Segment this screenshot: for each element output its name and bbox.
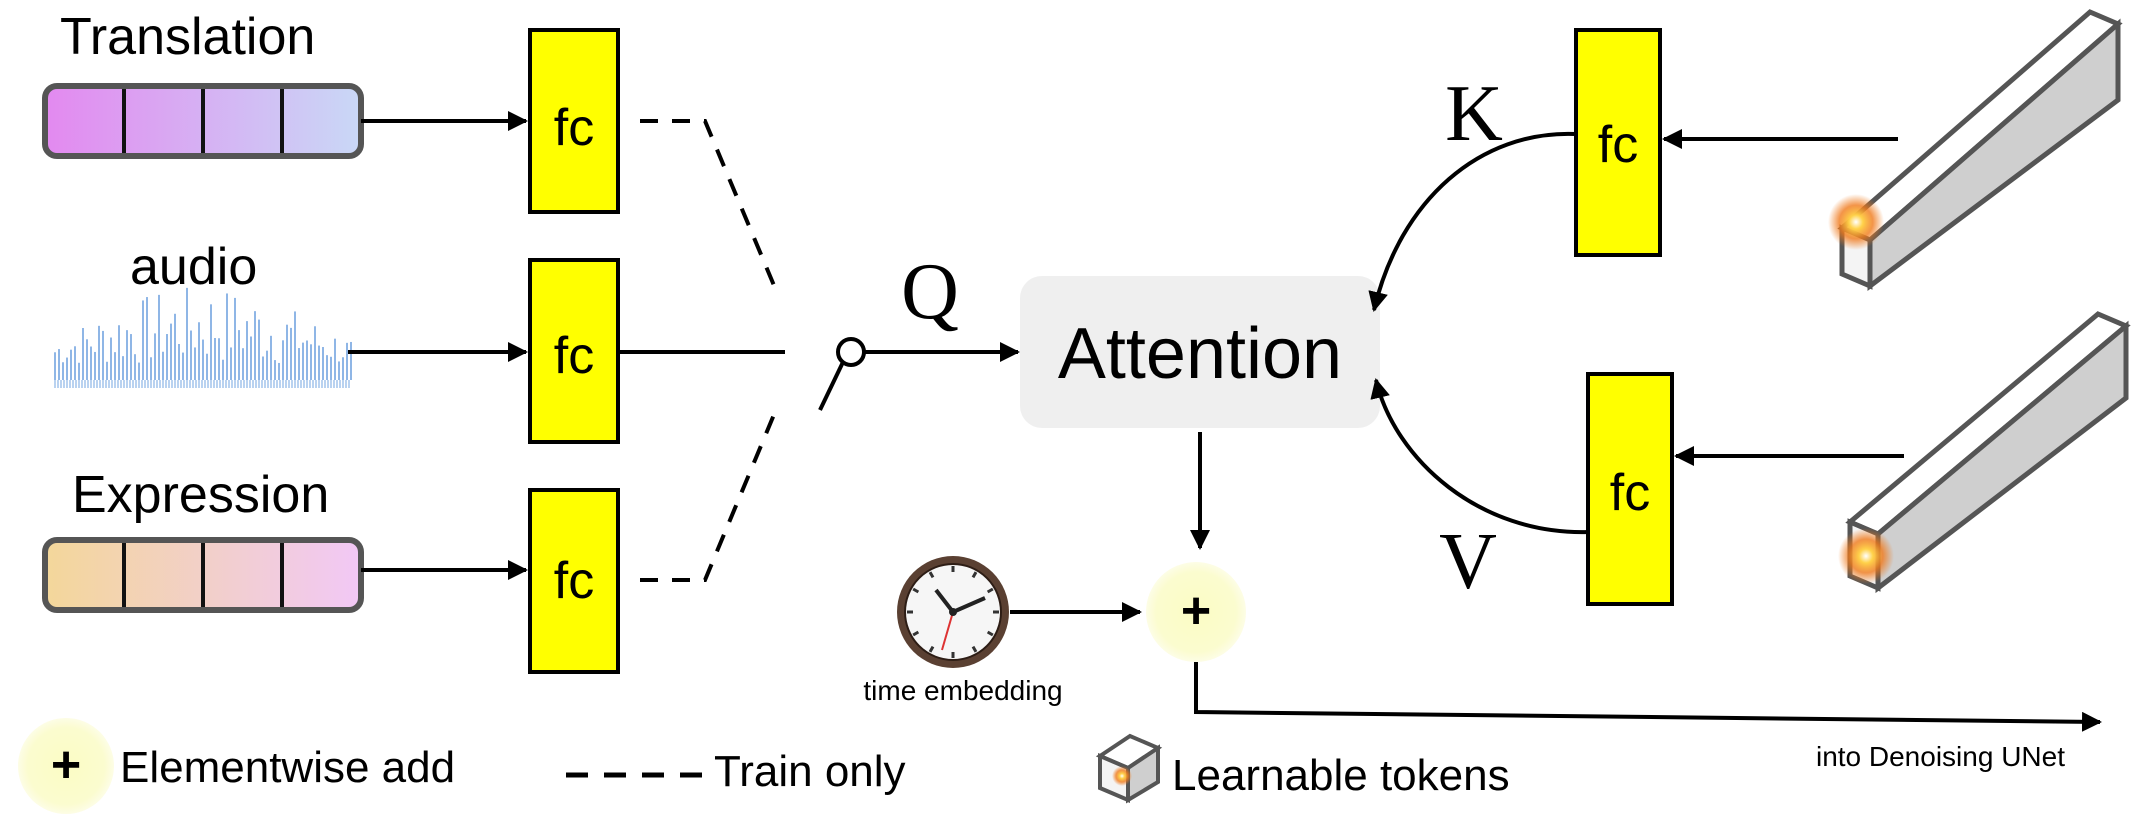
audio-label: audio — [130, 238, 257, 296]
legend-train-only-label: Train only — [714, 747, 906, 796]
fc-block-value: fc — [1586, 372, 1674, 606]
expression-label: Expression — [72, 466, 329, 524]
legend-add-label: Elementwise add — [120, 743, 455, 792]
output-label: into Denoising UNet — [1816, 741, 2065, 772]
fc-block-expression: fc — [528, 488, 620, 674]
fc-block-key: fc — [1574, 28, 1662, 257]
svg-text:fc: fc — [554, 99, 594, 157]
svg-text:fc: fc — [1598, 116, 1638, 174]
time-embedding-label: time embedding — [863, 675, 1062, 706]
value-curve-arrow — [1370, 378, 1589, 535]
switch-node[interactable] — [836, 337, 866, 367]
svg-text:+: + — [1181, 582, 1211, 640]
key-curve-arrow — [1368, 131, 1577, 312]
legend-tokens: Learnable tokens — [1095, 733, 1510, 804]
learnable-token-key — [1828, 9, 2123, 291]
learnable-token-value — [1838, 311, 2131, 594]
output-arrow — [1194, 662, 2102, 732]
clock-icon — [897, 556, 1009, 668]
expression-token-bar — [42, 537, 364, 613]
audio-waveform-icon — [54, 287, 352, 388]
train-only-dashed-top — [640, 119, 780, 296]
attention-label: Attention — [1058, 314, 1342, 394]
svg-text:fc: fc — [554, 552, 594, 610]
k-label: K — [1445, 70, 1503, 158]
svg-text:+: + — [51, 736, 81, 794]
svg-text:fc: fc — [1610, 464, 1650, 522]
translation-label: Translation — [60, 8, 315, 66]
legend-tokens-label: Learnable tokens — [1172, 751, 1510, 800]
q-label: Q — [901, 248, 959, 336]
legend-add: + Elementwise add — [18, 718, 455, 814]
switch-lever — [818, 359, 846, 411]
attention-block: Attention — [1020, 276, 1380, 428]
svg-text:fc: fc — [554, 327, 594, 385]
translation-token-bar — [42, 83, 364, 159]
fc-block-audio: fc — [528, 258, 620, 444]
train-only-dashed-bottom — [640, 404, 780, 582]
add-node: + — [1146, 562, 1246, 662]
v-label: V — [1439, 518, 1497, 606]
legend-train-only: Train only — [566, 747, 906, 796]
fc-block-translation: fc — [528, 28, 620, 214]
